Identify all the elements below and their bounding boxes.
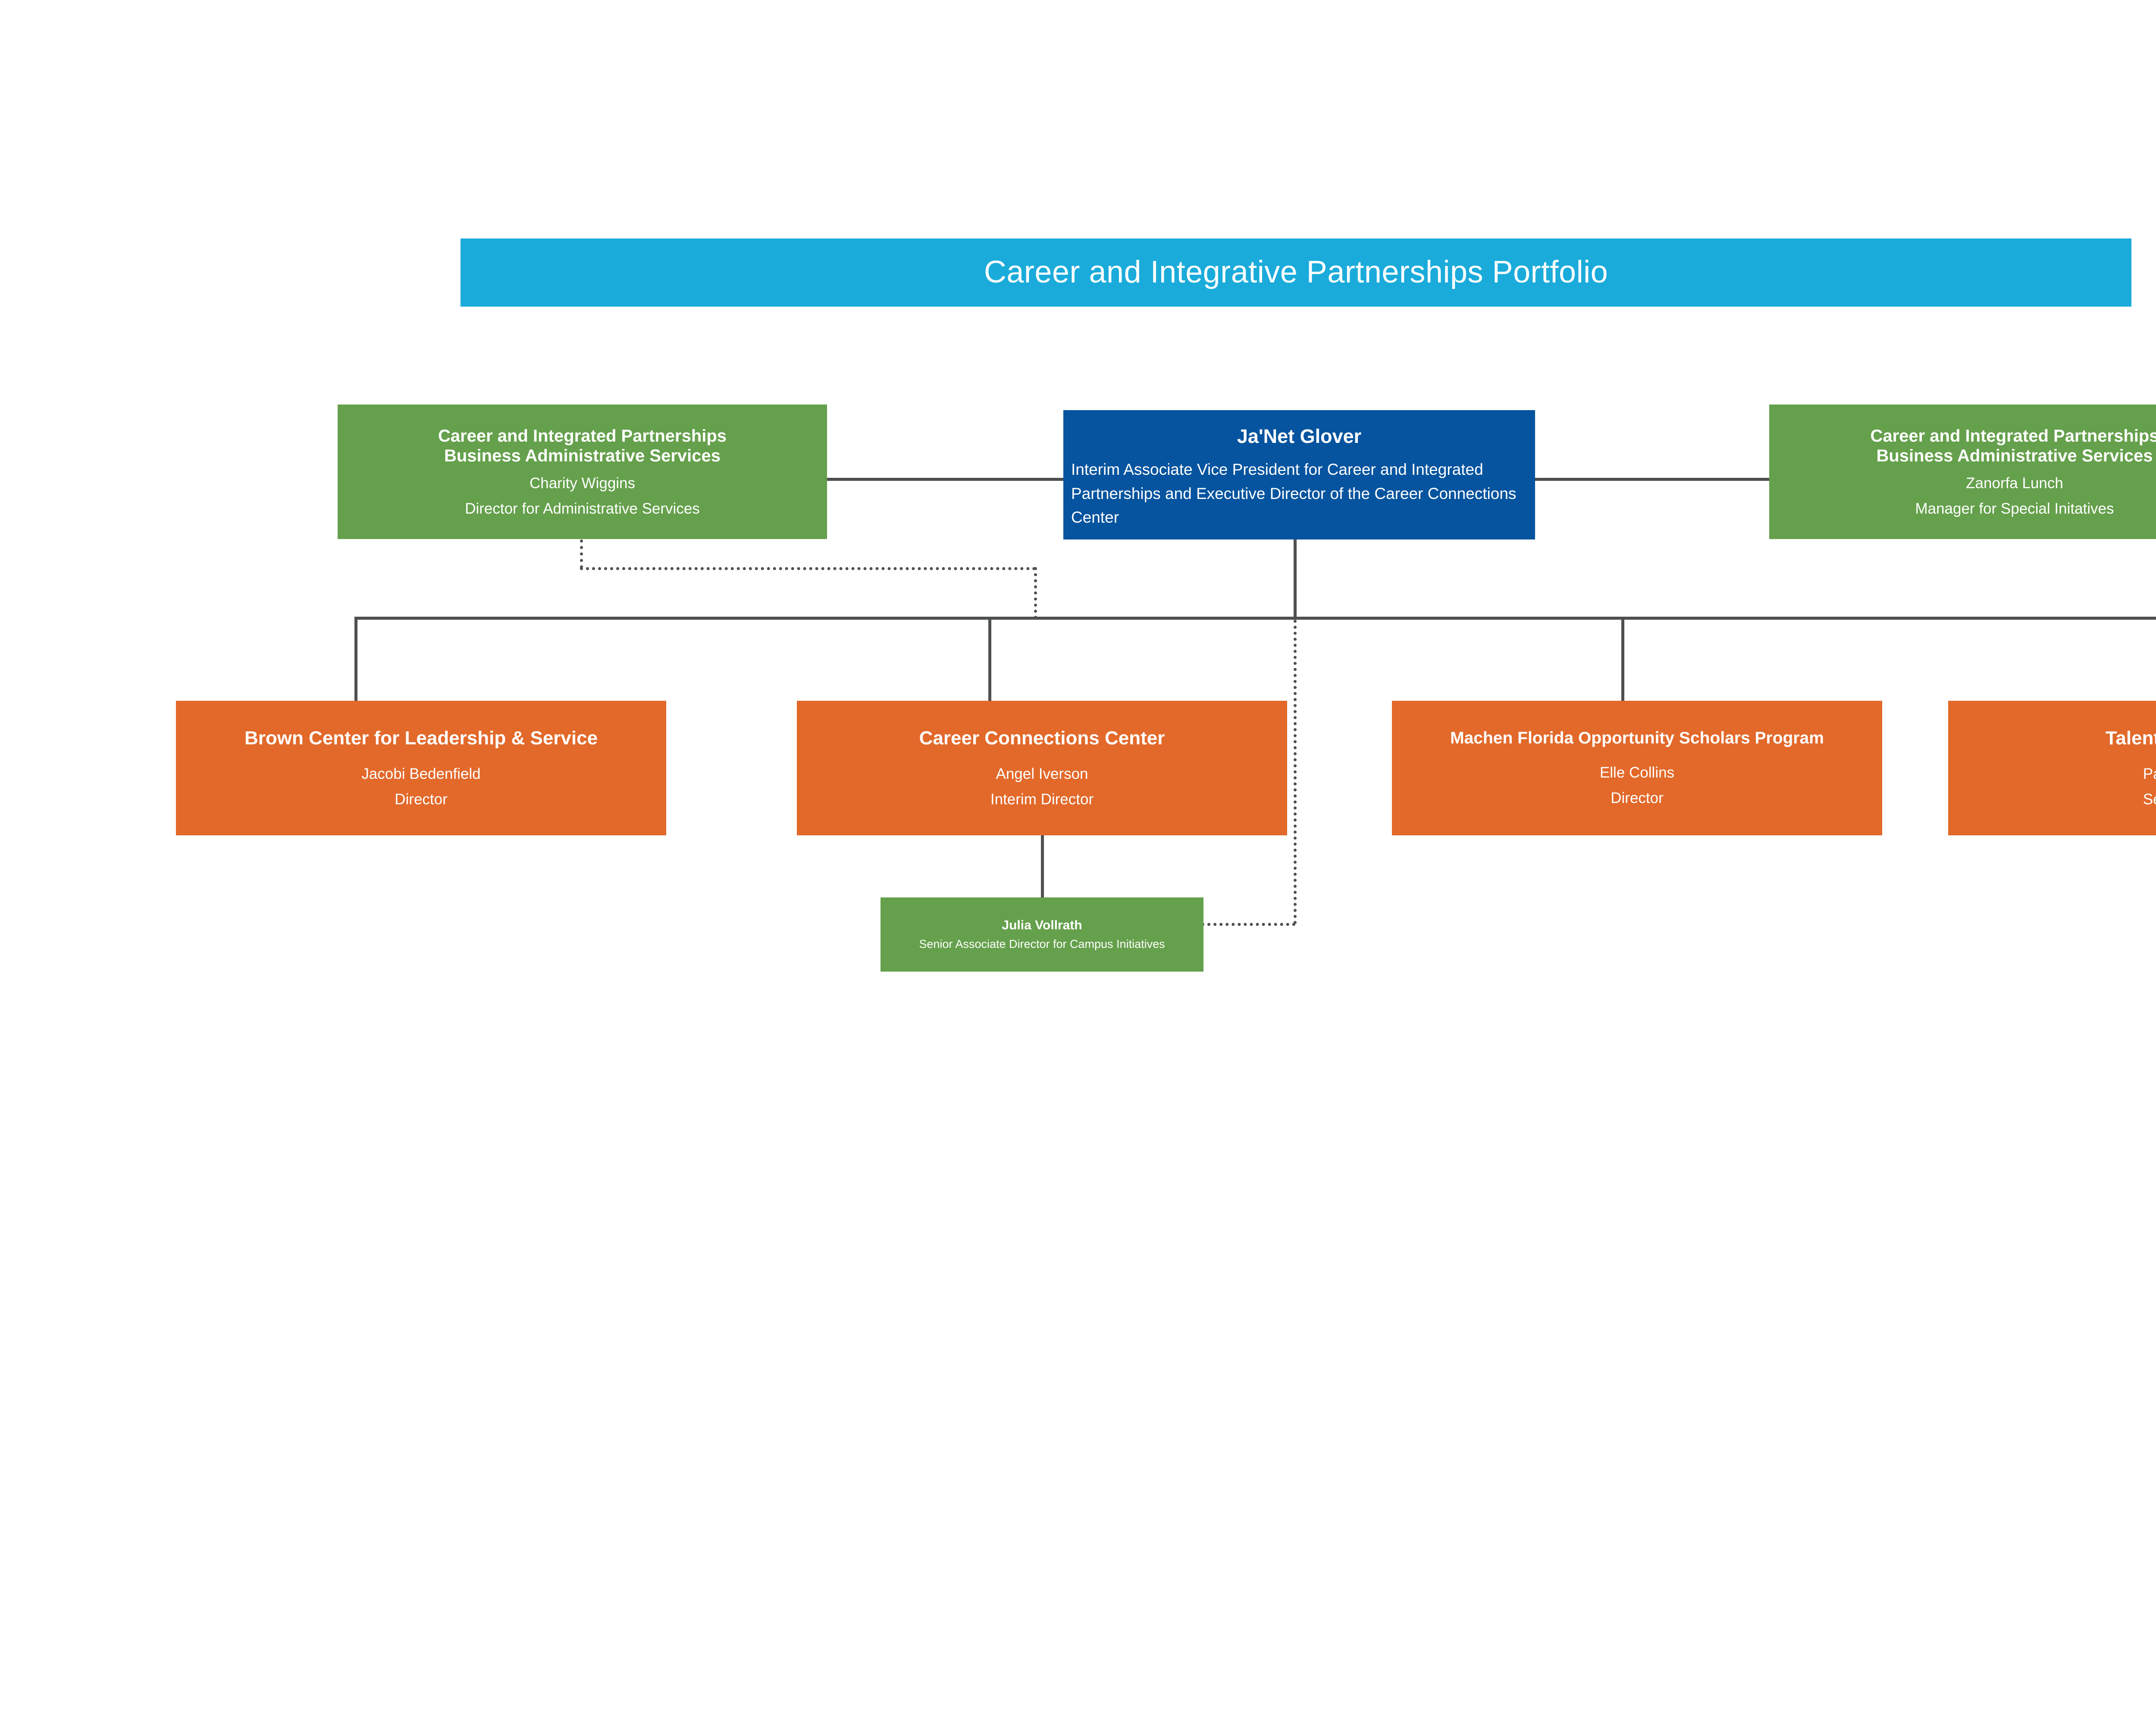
node-campus-initiatives[interactable]: Julia Vollrath Senior Associate Director…: [881, 897, 1203, 972]
connector-executive-to-admin-right: [1534, 478, 1770, 481]
node-admin-services-right[interactable]: Career and Integrated Partnerships Busin…: [1769, 405, 2156, 539]
node-person-role: Director: [395, 790, 448, 808]
node-admin-services-left[interactable]: Career and Integrated Partnerships Busin…: [338, 405, 827, 539]
node-unit-brown-center[interactable]: Brown Center for Leadership & Service Ja…: [176, 701, 666, 835]
node-person-role: Director: [1611, 789, 1664, 806]
node-title: Career Connections Center: [919, 728, 1165, 749]
connector-dotted-executive-across: [1201, 923, 1295, 926]
node-person-role: Manager for Special Initatives: [1915, 500, 2114, 517]
page-title: Career and Integrative Partnerships Port…: [984, 255, 1608, 290]
node-person-name: Patricia Jordan: [2143, 765, 2156, 782]
node-person-role: Director for Administrative Services: [465, 500, 700, 517]
node-title-line-1: Career and Integrated Partnerships: [438, 426, 727, 445]
connector-ccc-to-campus-initiatives: [1041, 834, 1044, 899]
node-person-role: Interim Director: [990, 790, 1094, 808]
node-executive[interactable]: Ja'Net Glover Interim Associate Vice Pre…: [1063, 410, 1535, 539]
node-title: Talent Management: [2105, 728, 2156, 749]
connector-bus-horizontal: [354, 617, 2156, 620]
node-person-name: Julia Vollrath: [1002, 918, 1082, 933]
connector-dotted-admin-left-down: [580, 539, 583, 568]
connector-dotted-executive-down: [1294, 620, 1297, 924]
node-unit-career-connections-center[interactable]: Career Connections Center Angel Iverson …: [797, 701, 1287, 835]
node-title-line-2: Business Administrative Services: [444, 446, 721, 465]
connector-bus-drop-unit-2: [1621, 617, 1624, 702]
node-title-line-2: Business Administrative Services: [1876, 446, 2153, 465]
connector-dotted-admin-left-drop: [1034, 567, 1037, 619]
executive-role: Interim Associate Vice President for Car…: [1071, 461, 1517, 526]
node-person-name: Elle Collins: [1599, 764, 1675, 781]
connector-executive-to-admin-left: [827, 478, 1064, 481]
node-unit-talent-management[interactable]: Talent Management Patricia Jordan Senior…: [1948, 701, 2156, 835]
node-unit-machen-florida-opportunity-scholars[interactable]: Machen Florida Opportunity Scholars Prog…: [1392, 701, 1882, 835]
connector-executive-down: [1294, 539, 1297, 619]
page-title-bar: Career and Integrative Partnerships Port…: [461, 238, 2131, 307]
node-title: Machen Florida Opportunity Scholars Prog…: [1450, 729, 1824, 748]
node-title: Brown Center for Leadership & Service: [244, 728, 598, 749]
node-title: Career and Integrated Partnerships Busin…: [438, 426, 727, 466]
connector-bus-drop-unit-0: [354, 617, 357, 702]
node-person-name: Zanorfa Lunch: [1966, 474, 2063, 492]
connector-bus-drop-unit-1: [988, 617, 991, 702]
node-person-name: Angel Iverson: [996, 765, 1088, 782]
node-title: Career and Integrated Partnerships Busin…: [1870, 426, 2156, 466]
executive-name: Ja'Net Glover: [1237, 425, 1362, 447]
node-person-role: Senior Associate Director for Campus Ini…: [919, 938, 1165, 951]
connector-dotted-admin-left-across: [580, 567, 1036, 570]
node-title-line-1: Career and Integrated Partnerships: [1870, 426, 2156, 445]
node-person-role: Senior Director: [2143, 790, 2156, 808]
node-person-name: Charity Wiggins: [529, 474, 636, 492]
node-person-name: Jacobi Bedenfield: [361, 765, 481, 782]
